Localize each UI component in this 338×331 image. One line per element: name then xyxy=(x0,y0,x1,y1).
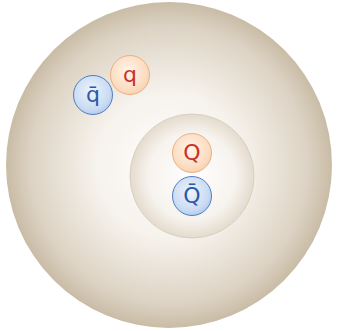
quark-label: q̄ xyxy=(86,82,100,107)
antiquark-circle: Q̄ xyxy=(172,176,212,216)
quark-circle: Q xyxy=(172,133,212,173)
outer-region xyxy=(6,2,332,328)
quark-label: q xyxy=(123,62,137,87)
quark-label: Q xyxy=(183,140,200,165)
antiquark-circle: q̄ xyxy=(73,75,113,115)
quark-circle: q xyxy=(110,55,150,95)
inner-core xyxy=(130,114,254,238)
quark-label: Q̄ xyxy=(183,183,200,208)
